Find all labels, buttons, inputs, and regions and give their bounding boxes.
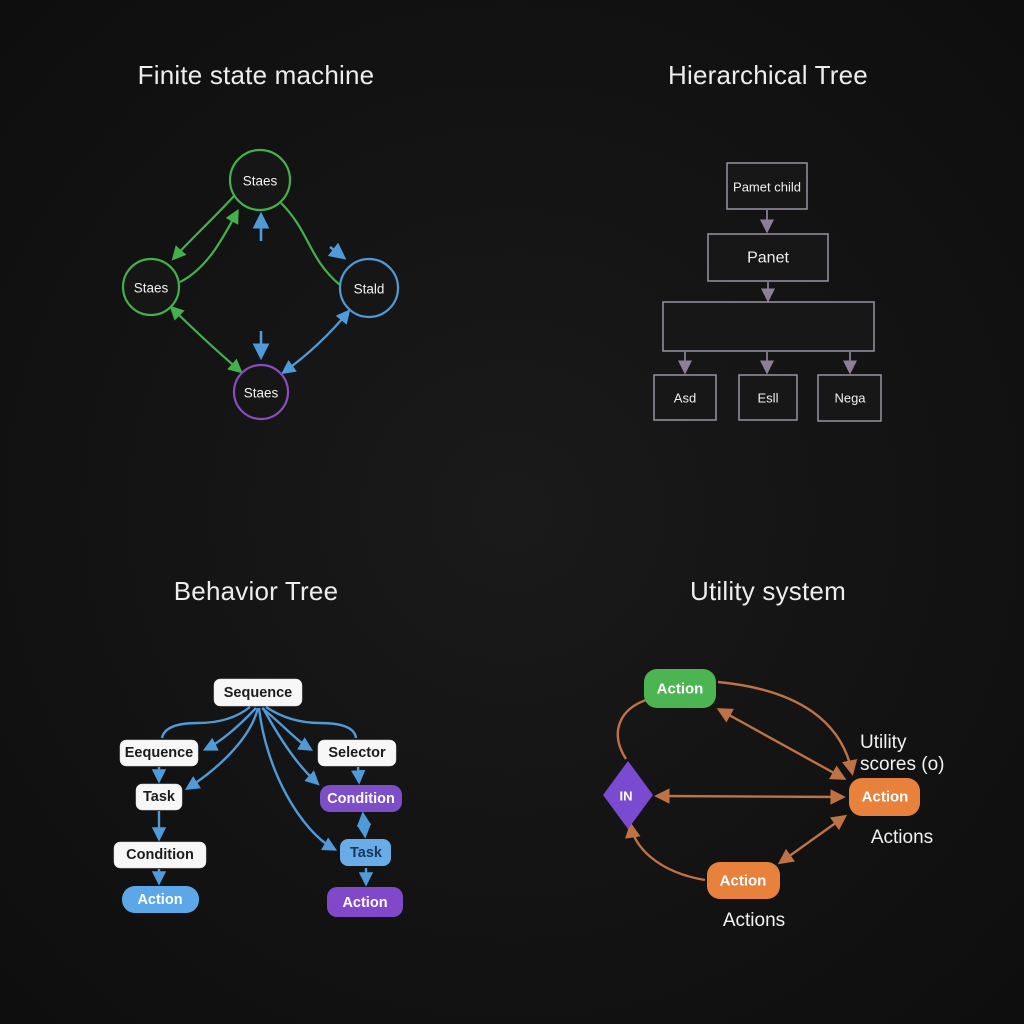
utility-action-top-box <box>644 669 716 708</box>
btree-selector-box <box>317 739 397 767</box>
fsm-arrow-bottom-right-bidirectional <box>281 309 351 375</box>
btree-right-action-label: Action <box>342 895 387 911</box>
btree-right-condition-label: Condition <box>327 791 395 807</box>
fsm-diagram: Staes Staes Stald Staes <box>121 148 400 421</box>
utility-actions-bottom-label: Actions <box>723 910 785 931</box>
btree-arrow-to-right-condition <box>261 707 320 786</box>
btree-left-task-box <box>135 783 183 811</box>
btree-left-condition-box <box>113 841 207 869</box>
fsm-state-bottom <box>232 363 290 421</box>
utility-action-right-box <box>849 778 920 816</box>
fsm-state-right <box>338 257 400 319</box>
utility-scores-line1: Utility <box>860 732 907 753</box>
utility-arc-top-to-right <box>717 680 858 776</box>
htree-parent-box <box>707 233 829 282</box>
btree-left-branch-label: Eequence <box>125 745 194 761</box>
htree-parent-label: Panet <box>747 250 789 267</box>
btree-left-action-label: Action <box>137 892 182 908</box>
btree-arrow-selector-condition <box>351 766 366 785</box>
fsm-edge-top-to-right <box>280 202 341 286</box>
btree-right-task-box <box>340 839 391 866</box>
btree-right-condition-box <box>320 785 402 812</box>
utility-scores-line2: scores (o) <box>860 754 944 775</box>
htree-child-1-label: Asd <box>674 391 696 406</box>
htree-connectors <box>678 210 857 375</box>
btree-selector-label: Selector <box>328 745 386 761</box>
btree-root-label: Sequence <box>224 685 293 701</box>
fsm-state-right-label: Stald <box>354 282 385 297</box>
htree-nodes: Pamet child Panet Asd Esll Nega <box>653 162 882 422</box>
btree-left-task-label: Task <box>143 789 176 805</box>
btree-arrow-condition-task-bidirectional <box>356 811 372 839</box>
utility-title: Utility system <box>690 576 846 606</box>
htree-child-1-box <box>653 374 717 421</box>
fsm-arrow-into-right-state <box>327 242 347 260</box>
fsm-panel: Finite state machine <box>0 0 512 512</box>
btree-root-box <box>213 678 303 707</box>
btree-title: Behavior Tree <box>173 576 339 606</box>
htree-title: Hierarchical Tree <box>668 60 868 90</box>
fsm-arrow-top-to-left <box>171 195 235 261</box>
btree-right-action-box <box>327 887 403 917</box>
htree-diagram: Pamet child Panet Asd Esll Nega <box>653 162 882 422</box>
fsm-title: Finite state machine <box>137 60 375 90</box>
btree-elbow-right <box>265 706 358 739</box>
utility-action-top-label: Action <box>657 681 704 698</box>
btree-arrow-to-left-branch <box>202 707 257 751</box>
htree-child-3-label: Nega <box>834 391 866 406</box>
fsm-arrow-left-to-top <box>179 208 239 283</box>
btree-connectors <box>151 706 374 887</box>
utility-diagonal-top-right-bidirectional <box>716 708 847 780</box>
htree-child-2-label: Esll <box>758 391 779 406</box>
fsm-state-top <box>228 148 292 212</box>
utility-actions-right-label: Actions <box>871 827 933 848</box>
fsm-state-left-label: Staes <box>134 281 169 296</box>
fsm-transition-arrows <box>169 195 351 375</box>
utility-curve-top-to-selector <box>616 698 647 760</box>
htree-root-box <box>726 162 808 210</box>
fsm-states: Staes Staes Stald Staes <box>121 148 400 421</box>
btree-diagram: Sequence Eequence Selector Task Conditio… <box>113 678 403 917</box>
htree-group-box <box>662 301 875 352</box>
htree-child-3-box <box>817 374 882 422</box>
btree-left-condition-label: Condition <box>126 847 194 863</box>
btree-right-task-label: Task <box>350 845 383 861</box>
utility-diagram: Action IN Action Action Utility scores (… <box>603 669 945 931</box>
fsm-state-bottom-label: Staes <box>244 386 279 401</box>
utility-nodes: Action IN Action Action <box>603 669 920 899</box>
utility-horizontal-selector-right-bidirectional <box>654 788 846 805</box>
utility-action-right-label: Action <box>862 789 909 806</box>
htree-child-2-box <box>738 374 798 421</box>
btree-arrow-to-right-task <box>257 707 338 851</box>
btree-arrow-to-selector <box>261 707 314 751</box>
btree-nodes: Sequence Eequence Selector Task Conditio… <box>113 678 403 917</box>
fsm-state-top-label: Staes <box>243 174 278 189</box>
utility-system-panel: Utility system Action IN A <box>512 512 1024 1024</box>
utility-curve-bottom-to-selector <box>625 822 706 882</box>
utility-diagonal-bottom-right-bidirectional <box>777 814 848 865</box>
htree-root-label: Pamet child <box>733 180 801 195</box>
behavior-tree-panel: Behavior Tree <box>0 512 512 1024</box>
fsm-arrow-left-bottom-bidirectional <box>169 305 243 374</box>
btree-left-branch-box <box>119 739 199 767</box>
btree-left-action-box <box>122 886 199 913</box>
fsm-state-left <box>121 257 181 317</box>
utility-selector-diamond <box>603 761 653 829</box>
utility-action-bottom-label: Action <box>720 873 767 890</box>
utility-action-bottom-box <box>707 862 780 899</box>
btree-arrow-to-left-task <box>184 707 260 790</box>
btree-elbow-left <box>160 706 251 739</box>
hierarchical-tree-panel: Hierarchical Tree Pamet child Panet <box>512 0 1024 512</box>
utility-arrows <box>616 680 858 882</box>
utility-annotations: Utility scores (o) Actions Actions <box>723 732 945 931</box>
utility-selector-label: IN <box>620 789 633 804</box>
